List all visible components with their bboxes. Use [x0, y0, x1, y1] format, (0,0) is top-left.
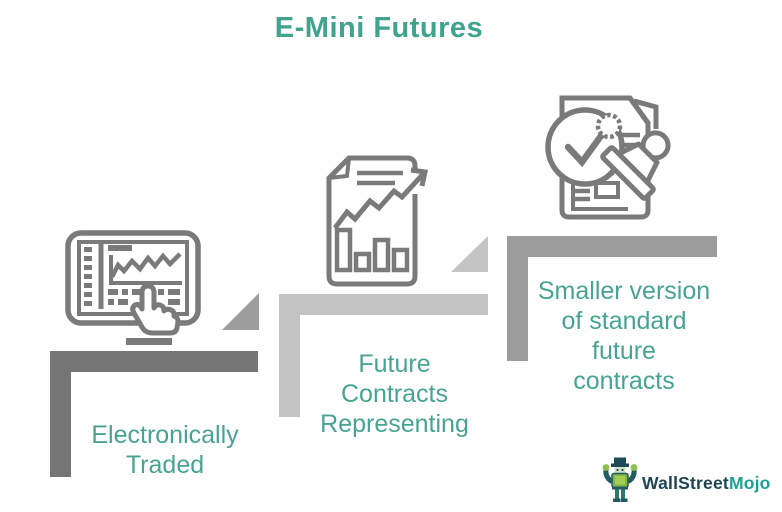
hand-cuff [126, 338, 172, 345]
step-wedge-2 [451, 236, 488, 272]
page-title: E-Mini Futures [274, 12, 484, 44]
trading-screen-icon [65, 230, 201, 345]
brand-wordmark: WallStreetMojo [642, 473, 771, 494]
step1-bar-vertical [50, 351, 71, 477]
step2-bar-vertical [279, 294, 300, 417]
step3-caption: Smaller version of standard future contr… [537, 277, 711, 395]
brand-logo: WallStreetMojo [602, 457, 771, 510]
rubber-stamp [600, 130, 671, 201]
seal-rosette [595, 112, 623, 140]
brand-wordmark-primary: WallStreet [642, 473, 729, 493]
pointer-hand [130, 283, 181, 336]
step-wedge-1 [222, 293, 259, 330]
wallstreetmojo-mascot-icon [602, 457, 638, 502]
step2-caption: Future Contracts Representing [320, 350, 469, 438]
chart-report-icon [326, 155, 429, 287]
watchlist-dashes [84, 245, 180, 306]
stamped-document-icon [545, 95, 671, 220]
check-mark [564, 125, 610, 168]
step3-bar-vertical [507, 236, 528, 361]
step2-bar-horizontal [279, 294, 488, 315]
step1-bar-horizontal [50, 351, 258, 372]
step3-bar-horizontal [507, 236, 717, 257]
brand-wordmark-secondary: Mojo [728, 473, 771, 493]
step1-caption: Electronically Traded [91, 421, 239, 479]
